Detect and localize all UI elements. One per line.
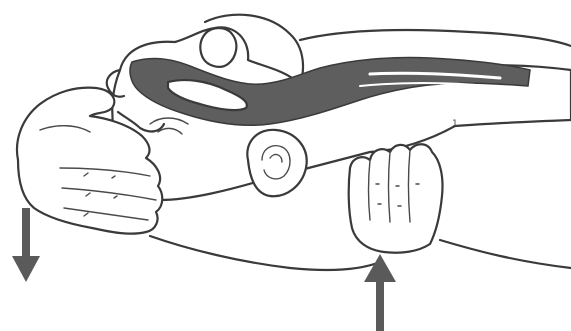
- arrow-down-icon: [12, 208, 40, 282]
- ear-outline: [247, 130, 306, 196]
- palate-shape: [200, 28, 236, 67]
- chin-neck-outline: [150, 236, 380, 270]
- head-outline: [112, 27, 571, 200]
- right-hand-outline: [349, 144, 443, 252]
- lower-body-outline: [440, 240, 571, 268]
- upper-body-outline: [300, 30, 571, 46]
- marker-label: 1: [452, 119, 458, 129]
